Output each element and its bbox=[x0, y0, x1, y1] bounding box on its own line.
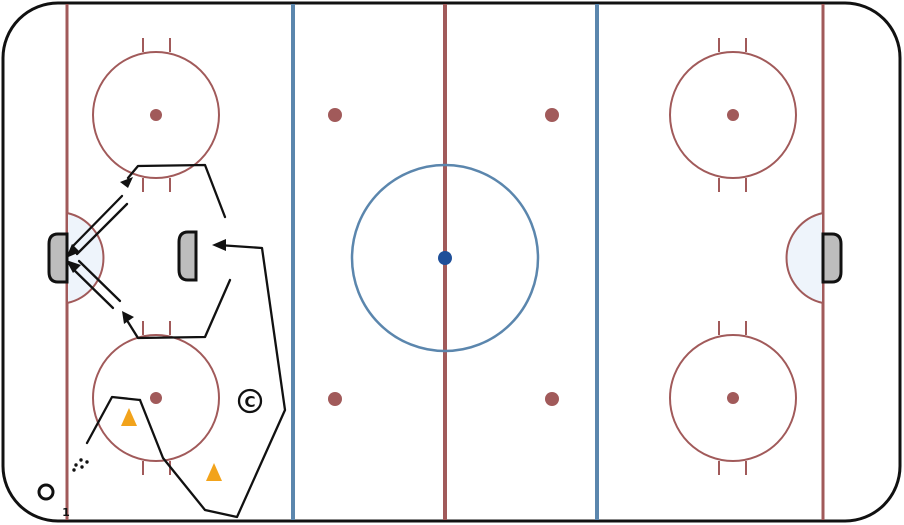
neutral-dot-top-right bbox=[545, 108, 559, 122]
arrowhead-slot bbox=[212, 239, 226, 251]
neutral-dot-bottom-right bbox=[545, 392, 559, 406]
arrowhead-lower bbox=[122, 311, 134, 324]
cone-icon bbox=[121, 408, 137, 426]
coach-c-icon: C bbox=[237, 388, 263, 414]
arrowhead-upper bbox=[120, 177, 133, 188]
right-goal-crease bbox=[785, 211, 824, 305]
center-faceoff-dot bbox=[438, 251, 452, 265]
left-goal-net-icon bbox=[47, 232, 69, 284]
shot-line-upper-a bbox=[70, 194, 124, 249]
skate-path-main bbox=[138, 243, 287, 519]
slot-net-icon bbox=[177, 230, 198, 282]
player-circle-icon: 1 bbox=[37, 483, 70, 519]
faceoff-circle-left-top bbox=[92, 38, 220, 192]
player-number-label: 1 bbox=[62, 506, 70, 519]
cone-icon bbox=[206, 463, 222, 481]
neutral-dot-bottom-left bbox=[328, 392, 342, 406]
center-ice-circle bbox=[350, 163, 540, 353]
faceoff-circle-right-bottom bbox=[669, 321, 797, 475]
pucks-icon bbox=[72, 458, 89, 472]
arrowhead-shot-upper bbox=[66, 244, 80, 258]
shot-line-lower-b bbox=[77, 259, 122, 303]
right-goal-net-icon bbox=[821, 232, 843, 284]
shot-line-lower-a bbox=[70, 266, 115, 310]
faceoff-circle-right-top bbox=[669, 38, 797, 192]
arrowhead-shot-lower bbox=[66, 260, 81, 273]
coach-label: C bbox=[244, 393, 255, 411]
drill-arrowheads bbox=[66, 177, 226, 324]
drill-paths bbox=[70, 163, 287, 519]
skate-path-lower bbox=[126, 278, 232, 340]
skate-path-start bbox=[85, 395, 142, 445]
shot-line-upper-b bbox=[75, 202, 129, 256]
neutral-dot-top-left bbox=[328, 108, 342, 122]
skate-path-upper bbox=[126, 163, 227, 219]
